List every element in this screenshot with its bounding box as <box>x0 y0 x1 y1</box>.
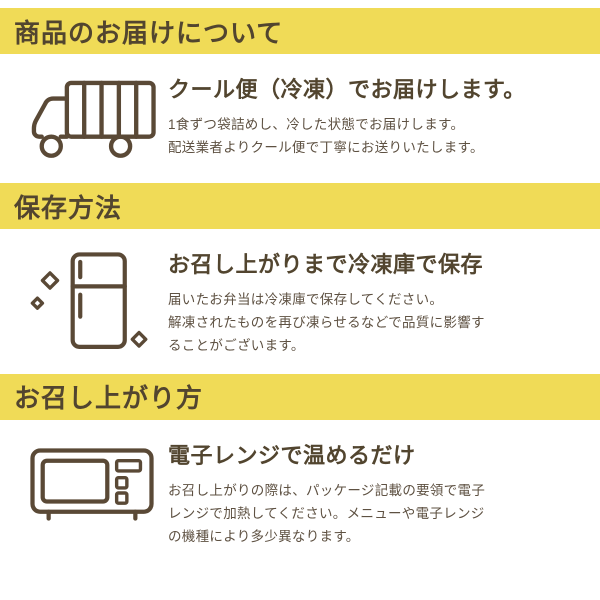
text-column: お召し上がりまで冷凍庫で保存 届いたお弁当は冷凍庫で保存してください。 解凍され… <box>168 247 586 358</box>
section-heading: お召し上がり方 <box>14 383 204 414</box>
section-title: お召し上がりまで冷凍庫で保存 <box>168 252 484 277</box>
truck-icon <box>31 80 156 158</box>
section-content: クール便（冷凍）でお届けします。 1食ずつ袋詰めし、冷した状態でお届けします。 … <box>0 54 600 183</box>
fridge-icon <box>30 252 148 349</box>
section-content: 電子レンジで温めるだけ お召し上がりの際は、パッケージ記載の要領で電子 レンジで… <box>0 420 600 565</box>
section-heading: 商品のお届けについて <box>14 17 284 48</box>
icon-column <box>16 438 168 527</box>
section-heading-band: お召し上がり方 <box>0 373 600 420</box>
section-title: クール便（冷凍）でお届けします。 <box>168 77 526 102</box>
section-heading: 保存方法 <box>14 192 123 223</box>
section-content: お召し上がりまで冷凍庫で保存 届いたお弁当は冷凍庫で保存してください。 解凍され… <box>0 229 600 374</box>
icon-column <box>16 72 168 167</box>
icon-column <box>16 247 168 352</box>
section-body: お召し上がりの際は、パッケージ記載の要領で電子 レンジで加熱してください。メニュ… <box>168 482 486 544</box>
text-column: 電子レンジで温めるだけ お召し上がりの際は、パッケージ記載の要領で電子 レンジで… <box>168 438 586 549</box>
section-delivery: 商品のお届けについて <box>0 8 600 183</box>
section-heading-band: 商品のお届けについて <box>0 8 600 54</box>
section-storage: 保存方法 お召し上がりまで冷凍庫で保存 届い <box>0 183 600 374</box>
text-column: クール便（冷凍）でお届けします。 1食ずつ袋詰めし、冷した状態でお届けします。 … <box>168 72 586 160</box>
microwave-icon <box>30 448 154 521</box>
section-heading-band: 保存方法 <box>0 183 600 229</box>
section-title: 電子レンジで温めるだけ <box>168 442 416 468</box>
section-body: 届いたお弁当は冷凍庫で保存してください。 解凍されたものを再び凍らせるなどで品質… <box>168 292 485 353</box>
section-how-to-eat: お召し上がり方 電子レンジで温めるだけ お召 <box>0 373 600 565</box>
section-body: 1食ずつ袋詰めし、冷した状態でお届けします。 配送業者よりクール便で丁寧にお送り… <box>168 117 484 155</box>
